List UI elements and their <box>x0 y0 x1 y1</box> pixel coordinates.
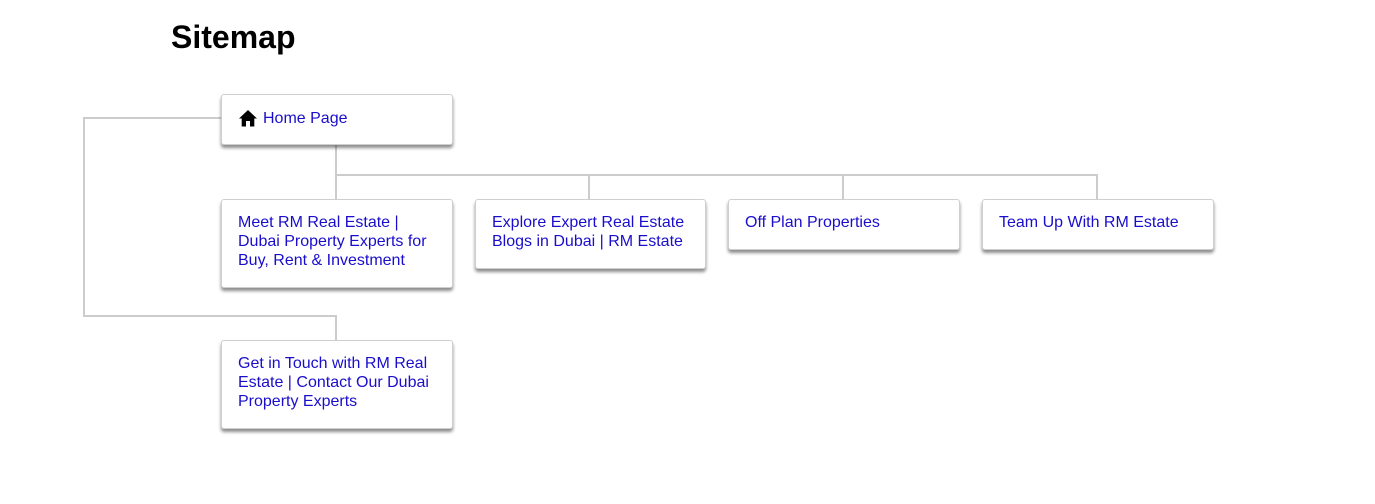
page-title: Sitemap <box>171 19 296 55</box>
sitemap-link-home[interactable]: Home Page <box>263 110 348 127</box>
sitemap-node-about: Meet RM Real Estate | Dubai Property Exp… <box>221 199 453 288</box>
sitemap-node-blogs: Explore Expert Real Estate Blogs in Duba… <box>475 199 706 269</box>
sitemap-link-blogs[interactable]: Explore Expert Real Estate Blogs in Duba… <box>492 214 685 250</box>
sitemap-link-team-up[interactable]: Team Up With RM Estate <box>999 214 1179 231</box>
connector-line <box>842 174 844 200</box>
sitemap-node-team-up: Team Up With RM Estate <box>982 199 1214 250</box>
connector-line <box>1096 174 1098 200</box>
connector-line <box>588 174 590 200</box>
sitemap-link-contact[interactable]: Get in Touch with RM Real Estate | Conta… <box>238 355 429 410</box>
connector-line <box>83 315 337 317</box>
connector-line <box>83 117 85 317</box>
connector-line <box>335 144 337 200</box>
sitemap-link-off-plan[interactable]: Off Plan Properties <box>745 214 880 231</box>
connector-line <box>83 117 222 119</box>
sitemap-node-off-plan: Off Plan Properties <box>728 199 960 250</box>
connector-line <box>335 174 1098 176</box>
sitemap-node-contact: Get in Touch with RM Real Estate | Conta… <box>221 340 453 429</box>
connector-line <box>335 315 337 341</box>
sitemap-node-home: Home Page <box>221 94 453 145</box>
home-icon[interactable] <box>238 109 258 128</box>
sitemap-link-about[interactable]: Meet RM Real Estate | Dubai Property Exp… <box>238 214 427 269</box>
